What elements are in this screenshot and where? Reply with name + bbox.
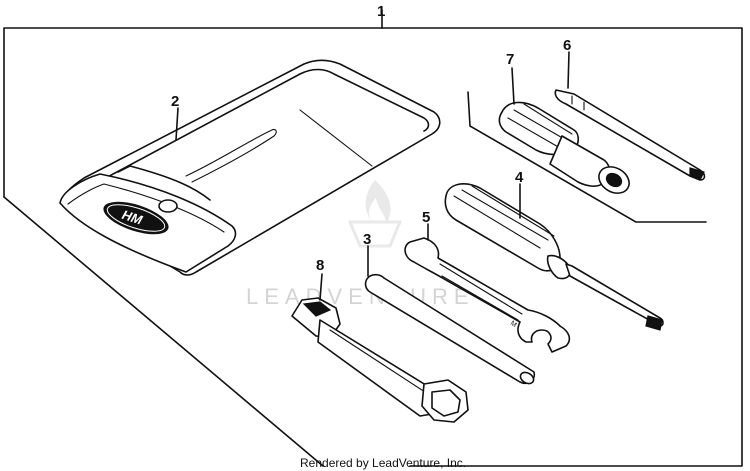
svg-text:M: M: [509, 320, 518, 329]
tommy-bar: [364, 273, 536, 385]
callout-2: 2: [171, 93, 179, 110]
sub-kit-divider: [467, 91, 707, 223]
box-wrench: [291, 297, 469, 423]
pouch-logo: HM: [103, 201, 169, 235]
tool-pouch: HM: [59, 59, 441, 276]
screwdriver-shaft: [554, 89, 706, 181]
watermark-flame-icon: [347, 180, 403, 248]
leader-line-6: [567, 51, 570, 89]
leader-line-2: [175, 107, 179, 141]
open-end-wrench: M: [404, 237, 571, 353]
render-credit: Rendered by LeadVenture, Inc.: [300, 456, 466, 470]
callout-6: 6: [563, 37, 571, 54]
leader-line-7: [511, 67, 515, 105]
callout-4: 4: [515, 169, 524, 186]
callout-1: 1: [377, 3, 385, 20]
watermark: LEADVENTURE: [246, 180, 475, 309]
leader-line-8: [319, 273, 323, 301]
watermark-text: LEADVENTURE: [246, 284, 475, 309]
kit-frame: [3, 27, 743, 467]
callout-3: 3: [363, 231, 371, 248]
callout-7: 7: [506, 51, 514, 68]
screwdriver: [444, 183, 664, 331]
callout-8: 8: [316, 257, 324, 274]
callout-5: 5: [422, 209, 430, 226]
kit-frame-diagonal: [3, 196, 324, 467]
screwdriver-grip: [498, 101, 630, 194]
pouch-logo-text: HM: [120, 207, 145, 228]
pouch-snap-button: [158, 199, 178, 213]
